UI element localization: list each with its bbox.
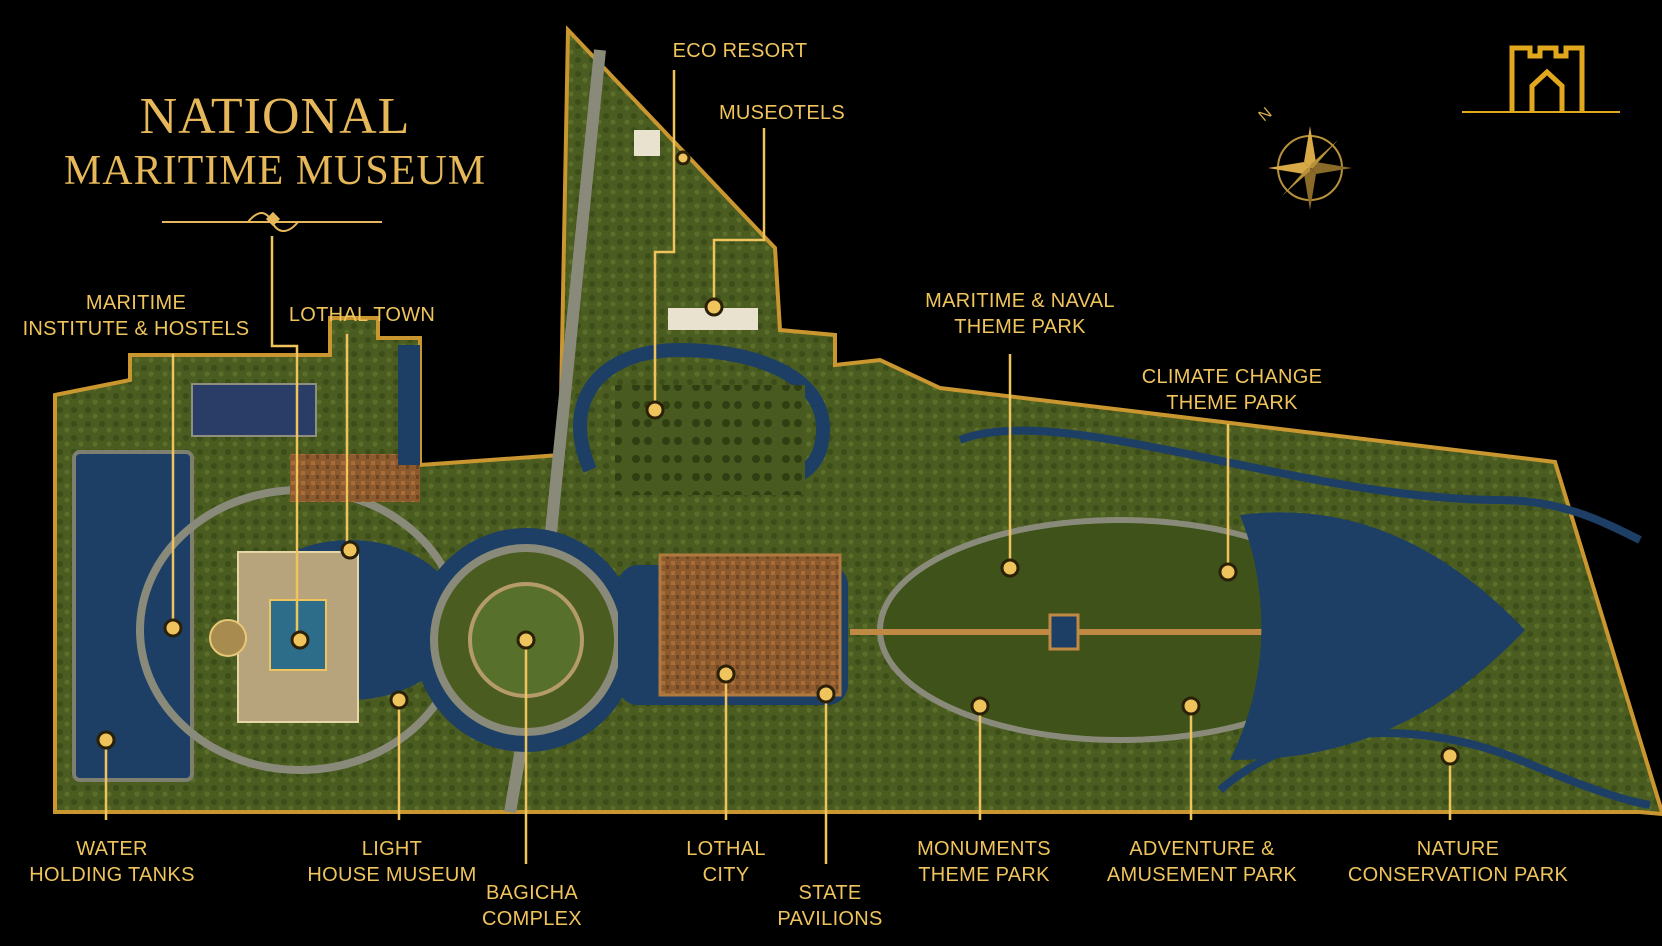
compass-rose-icon xyxy=(1268,126,1352,210)
water-holding-tanks xyxy=(72,450,194,782)
label-museotels[interactable]: MUSEOTELS xyxy=(718,102,846,124)
marker-eco-resort-hotel[interactable] xyxy=(675,150,691,166)
label-maritime-institute[interactable]: MARITIME INSTITUTE & HOSTELS xyxy=(22,292,250,340)
title-line-1: NATIONAL xyxy=(139,88,411,145)
marker-climate-change[interactable] xyxy=(1218,562,1238,582)
compass-north-label: N xyxy=(1256,105,1276,125)
gold-fortress-logo-icon xyxy=(1462,45,1620,113)
label-water-tanks[interactable]: WATER HOLDING TANKS xyxy=(29,838,195,886)
title-divider-ornament xyxy=(162,211,382,232)
leader-eco-resort xyxy=(653,70,676,410)
marker-maritime-institute[interactable] xyxy=(163,618,183,638)
label-bagicha[interactable]: BAGICHA COMPLEX xyxy=(482,882,582,930)
marker-adventure[interactable] xyxy=(1181,696,1201,716)
central-plaza xyxy=(1048,613,1080,651)
marker-nature[interactable] xyxy=(1440,746,1460,766)
marker-museum[interactable] xyxy=(290,630,310,650)
eco-resort-rows xyxy=(615,385,805,495)
east-lake xyxy=(1230,512,1525,760)
leader-museotels xyxy=(712,128,766,305)
leader-title-to-museum xyxy=(270,236,299,640)
museotels-building xyxy=(668,308,758,330)
north-creek xyxy=(958,426,1642,544)
label-adventure-park[interactable]: ADVENTURE & AMUSEMENT PARK xyxy=(1106,838,1298,886)
lighthouse-dome xyxy=(209,619,247,657)
title-line-2: MARITIME MUSEUM xyxy=(63,148,487,194)
label-climate-change-park[interactable]: CLIMATE CHANGE THEME PARK xyxy=(1141,366,1323,414)
eco-resort-hotel xyxy=(634,130,660,156)
label-lothal-town[interactable]: LOTHAL TOWN xyxy=(288,304,436,326)
marker-light-house[interactable] xyxy=(389,690,409,710)
lothal-city-buildings xyxy=(658,553,842,697)
south-creek xyxy=(1217,728,1651,809)
label-state-pavilions[interactable]: STATE PAVILIONS xyxy=(777,882,883,930)
marker-monuments[interactable] xyxy=(970,696,990,716)
marker-bagicha[interactable] xyxy=(516,630,536,650)
label-nature-park[interactable]: NATURE CONSERVATION PARK xyxy=(1347,838,1569,886)
label-monuments-park[interactable]: MONUMENTS THEME PARK xyxy=(917,838,1051,886)
marker-state-pavilions[interactable] xyxy=(816,684,836,704)
label-lothal-city[interactable]: LOTHAL CITY xyxy=(686,838,766,886)
marker-lothal-city[interactable] xyxy=(716,664,736,684)
marker-lothal-town[interactable] xyxy=(340,540,360,560)
marker-water-tanks[interactable] xyxy=(96,730,116,750)
label-maritime-naval-park[interactable]: MARITIME & NAVAL THEME PARK xyxy=(925,290,1115,338)
map-title: NATIONAL MARITIME MUSEUM xyxy=(40,88,510,196)
marker-eco-resort[interactable] xyxy=(645,400,665,420)
marker-museotels[interactable] xyxy=(704,297,724,317)
label-light-house[interactable]: LIGHT HOUSE MUSEUM xyxy=(307,838,477,886)
institute-solar-panels xyxy=(191,383,317,437)
north-channel xyxy=(398,345,420,465)
marker-maritime-naval[interactable] xyxy=(1000,558,1020,578)
label-eco-resort[interactable]: ECO RESORT xyxy=(672,40,808,62)
